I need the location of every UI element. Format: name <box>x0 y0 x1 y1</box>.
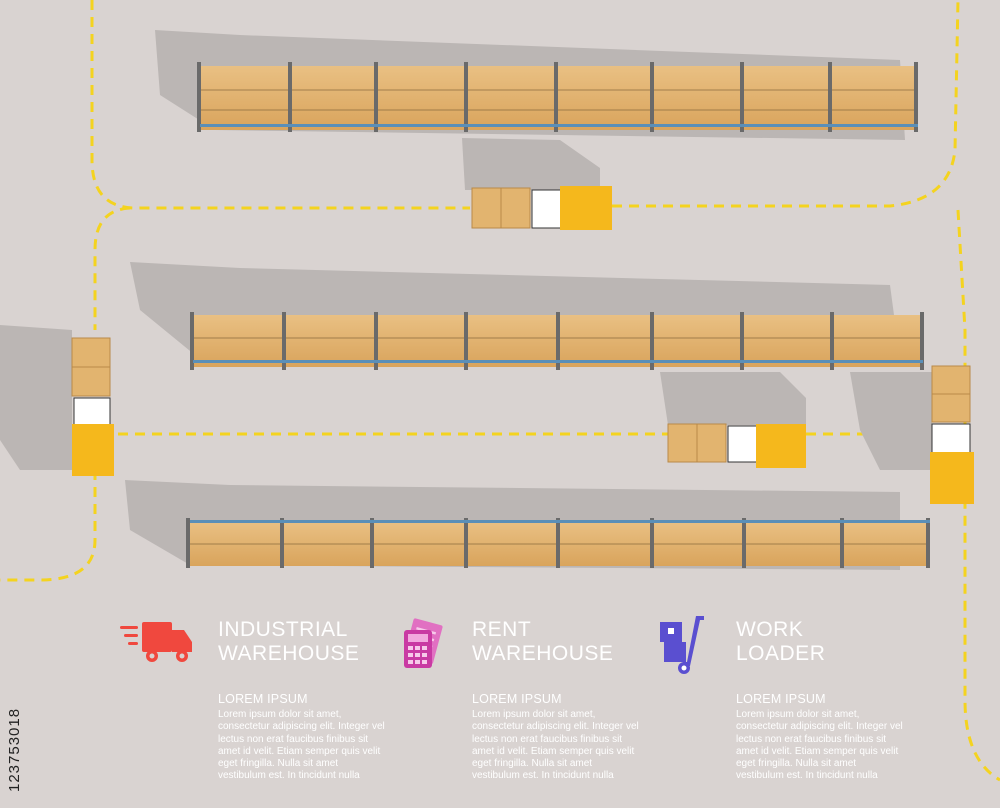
feature-body: Lorem ipsum dolor sit amet, consectetur … <box>736 709 903 782</box>
feature-title: WORK LOADER <box>736 618 826 665</box>
feature-title: RENT WAREHOUSE <box>472 618 614 665</box>
image-id-label: 123753018 <box>6 707 23 792</box>
path-right-down <box>956 209 1000 782</box>
forklift-left <box>71 337 114 476</box>
rack-bottom <box>186 518 930 568</box>
feature-heading: LOREM IPSUM <box>218 692 308 706</box>
path-top-right <box>612 0 960 208</box>
calculator-document-icon <box>404 618 443 668</box>
storage-racks <box>186 62 930 568</box>
feature-body: Lorem ipsum dolor sit amet, consectetur … <box>218 709 385 782</box>
hand-truck-icon <box>660 616 704 674</box>
feature-body: Lorem ipsum dolor sit amet, consectetur … <box>472 709 639 782</box>
feature-heading: LOREM IPSUM <box>472 692 562 706</box>
path-left-down <box>0 470 97 582</box>
feature-title: INDUSTRIAL WAREHOUSE <box>218 618 360 665</box>
forklift-top <box>471 186 612 230</box>
rack-middle <box>190 312 924 370</box>
rack-top <box>197 62 918 132</box>
feature-heading: LOREM IPSUM <box>736 692 826 706</box>
forklift-right <box>930 365 974 504</box>
forklift-middle <box>667 423 806 468</box>
path-left-loop <box>93 206 131 330</box>
truck-icon <box>120 622 192 662</box>
